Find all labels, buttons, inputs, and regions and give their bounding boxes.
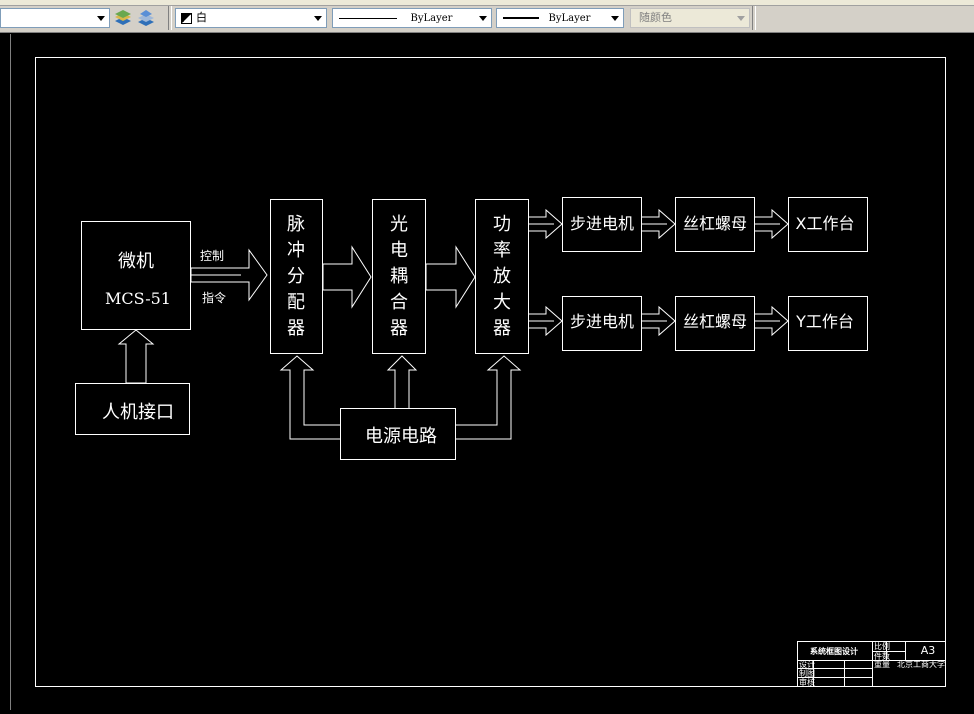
- y-table-block[interactable]: Y工作台: [788, 296, 868, 351]
- optocoupler-char: 器: [390, 318, 408, 339]
- linetype-sample: [339, 17, 397, 19]
- microcomputer-block[interactable]: 微机 MCS-51: [81, 221, 191, 330]
- microcomputer-model-label: MCS-51: [105, 289, 171, 308]
- chevron-down-icon: [735, 11, 747, 25]
- power-amplifier-char: 大: [493, 292, 511, 313]
- title-block[interactable]: 系统框图设计 比例 件数 重量 A3 设计 制图 审核 北京工商大学: [797, 641, 946, 687]
- power-amplifier-char: 放: [493, 266, 511, 287]
- pulse-distributor-char: 器: [287, 318, 305, 339]
- power-supply-label: 电源电路: [365, 426, 437, 447]
- lineweight-sample: [503, 17, 539, 19]
- power-to-pulse-arrow: [279, 355, 340, 440]
- title-block-scale-label: 比例: [874, 641, 890, 651]
- power-amplifier-block[interactable]: 功 率 放 大 器: [475, 199, 529, 354]
- stepper-motor-2-block[interactable]: 步进电机: [562, 296, 642, 351]
- power-to-opto-arrow: [386, 355, 418, 408]
- toolbar-separator: [752, 6, 756, 30]
- title-block-weight-label: 重量: [874, 659, 890, 669]
- pulse-distributor-char: 分: [287, 266, 305, 287]
- color-dropdown-value: 白: [196, 11, 207, 24]
- command-label: 指令: [202, 290, 226, 305]
- color-swatch-icon: [181, 12, 192, 24]
- optocoupler-char: 合: [390, 292, 408, 313]
- control-label: 控制: [200, 249, 224, 263]
- power-amplifier-char: 器: [493, 318, 511, 339]
- stepper-motor-2-label: 步进电机: [570, 312, 634, 331]
- make-layer-current-icon[interactable]: [113, 8, 133, 28]
- power-to-amp-arrow: [456, 355, 522, 440]
- x-table-block[interactable]: X工作台: [788, 197, 868, 252]
- title-block-school: 北京工商大学: [897, 659, 945, 669]
- linetype-dropdown-value: ByLayer: [410, 13, 453, 24]
- screw-nut-2-block[interactable]: 丝杠螺母: [675, 296, 755, 351]
- pulse-distributor-char: 配: [287, 292, 305, 313]
- human-interface-block[interactable]: 人机接口: [75, 383, 190, 435]
- screw-nut-1-block[interactable]: 丝杠螺母: [675, 197, 755, 252]
- optocoupler-block[interactable]: 光 电 耦 合 器: [372, 199, 426, 354]
- control-arrow: [190, 248, 268, 302]
- stepper-motor-1-block[interactable]: 步进电机: [562, 197, 642, 252]
- title-block-check-label: 审核: [799, 677, 815, 687]
- screw-nut-1-label: 丝杠螺母: [683, 214, 747, 233]
- pulse-to-opto-arrow: [322, 245, 372, 309]
- lineweight-dropdown[interactable]: ByLayer: [496, 8, 624, 28]
- chevron-down-icon[interactable]: [477, 11, 489, 25]
- stepper-motor-1-label: 步进电机: [570, 214, 634, 233]
- color-dropdown[interactable]: 白: [175, 8, 327, 28]
- toolbar-separator: [168, 6, 172, 30]
- layer-dropdown-value: [1, 11, 5, 24]
- linetype-dropdown[interactable]: ByLayer: [332, 8, 492, 28]
- pulse-distributor-char: 脉: [287, 214, 305, 235]
- drawing-canvas[interactable]: .w { fill:none; stroke:#fff; stroke-widt…: [10, 34, 974, 710]
- pulse-distributor-char: 冲: [287, 240, 305, 261]
- human-interface-label: 人机接口: [102, 402, 174, 423]
- chevron-down-icon[interactable]: [95, 11, 107, 25]
- power-amplifier-char: 率: [493, 240, 511, 261]
- chevron-down-icon[interactable]: [312, 11, 324, 25]
- opto-to-amp-arrow: [425, 245, 476, 309]
- pulse-distributor-block[interactable]: 脉 冲 分 配 器: [270, 199, 323, 354]
- layer-dropdown[interactable]: [0, 8, 110, 28]
- toolbar-top-strip: [0, 0, 974, 6]
- optocoupler-char: 光: [390, 214, 408, 235]
- power-supply-block[interactable]: 电源电路: [340, 408, 456, 460]
- microcomputer-label: 微机: [118, 251, 154, 272]
- properties-toolbar: 白 ByLayer ByLayer 随颜色: [0, 0, 974, 33]
- y-table-label: Y工作台: [795, 312, 854, 331]
- title-block-sheet-size: A3: [921, 644, 936, 657]
- x-table-label: X工作台: [796, 214, 855, 233]
- block-diagram: .w { fill:none; stroke:#fff; stroke-widt…: [35, 57, 946, 687]
- optocoupler-char: 电: [390, 240, 408, 261]
- screw-nut-2-label: 丝杠螺母: [683, 312, 747, 331]
- chevron-down-icon[interactable]: [609, 11, 621, 25]
- plotstyle-dropdown-value: 随颜色: [639, 11, 672, 24]
- title-block-design-label: 设计: [799, 659, 815, 669]
- title-block-drawing-name: 系统框图设计: [810, 646, 858, 656]
- optocoupler-char: 耦: [390, 266, 408, 287]
- plotstyle-dropdown: 随颜色: [630, 8, 750, 28]
- title-block-quantity-label: 件数: [874, 651, 890, 661]
- title-block-draft-label: 制图: [799, 668, 815, 678]
- layer-previous-icon[interactable]: [136, 8, 156, 28]
- power-amplifier-char: 功: [493, 214, 511, 235]
- lineweight-dropdown-value: ByLayer: [548, 13, 591, 24]
- interface-to-micro-arrow: [117, 329, 155, 384]
- drawing-border: [35, 57, 946, 687]
